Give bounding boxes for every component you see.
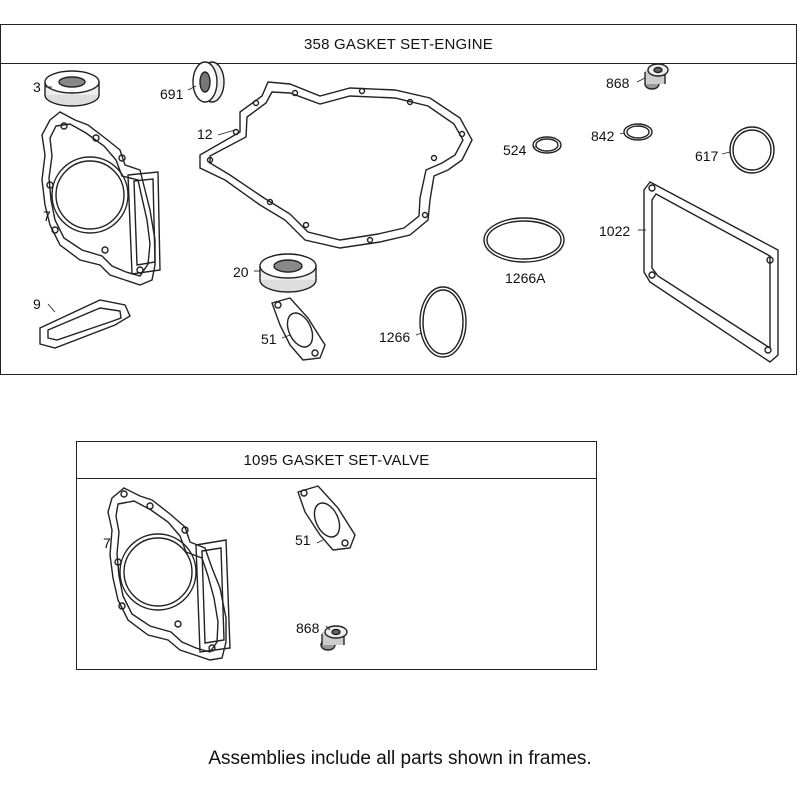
part-51-exhaust-gasket-valve-drawing [297,485,356,551]
label-part-1022: 1022 [599,223,631,239]
valve-gasket-set-frame: 1095 GASKET SET-VALVE [76,441,597,670]
part-868-valve-seal-engine-drawing [644,63,669,90]
part-1022-cover-gasket-drawing [643,181,779,363]
label-part-51-valve: 51 [295,532,311,548]
label-part-868-engine: 868 [606,75,630,91]
label-part-3: 3 [33,79,41,95]
part-617-o-ring-drawing [729,126,775,174]
part-51-exhaust-gasket-engine-drawing [271,297,326,361]
label-part-1266a: 1266A [505,270,546,286]
label-part-20: 20 [233,264,249,280]
part-7-head-gasket-valve-drawing [107,487,231,661]
engine-gasket-set-frame: 358 GASKET SET-ENGINE [0,24,797,375]
label-part-7-engine: 7 [43,208,51,224]
label-part-617: 617 [695,148,719,164]
engine-frame-title: 358 GASKET SET-ENGINE [1,25,796,64]
leader-lines [45,77,731,631]
part-868-valve-seal-valve-drawing [320,625,348,651]
label-part-691: 691 [160,86,184,102]
part-524-ring-drawing [532,136,562,154]
label-part-524: 524 [503,142,527,158]
label-part-7-valve: 7 [103,535,111,551]
part-20-oil-seal-drawing [259,253,317,293]
label-part-12: 12 [197,126,213,142]
part-12-crankcase-gasket-drawing [199,81,473,249]
label-part-1266: 1266 [379,329,411,345]
label-part-868-valve: 868 [296,620,320,636]
part-691-seal-drawing [192,61,225,103]
label-part-51-engine: 51 [261,331,277,347]
part-3-oil-seal-drawing [44,70,100,107]
label-part-842: 842 [591,128,615,144]
part-842-ring-drawing [623,123,653,141]
label-part-9: 9 [33,296,41,312]
valve-frame-title: 1095 GASKET SET-VALVE [77,442,596,479]
part-9-intake-gasket-drawing [39,299,131,349]
part-1266-o-ring-drawing [419,286,467,358]
assemblies-footnote: Assemblies include all parts shown in fr… [208,748,592,769]
part-7-head-gasket-engine-drawing [41,111,161,286]
part-1266a-o-ring-drawing [483,217,565,263]
